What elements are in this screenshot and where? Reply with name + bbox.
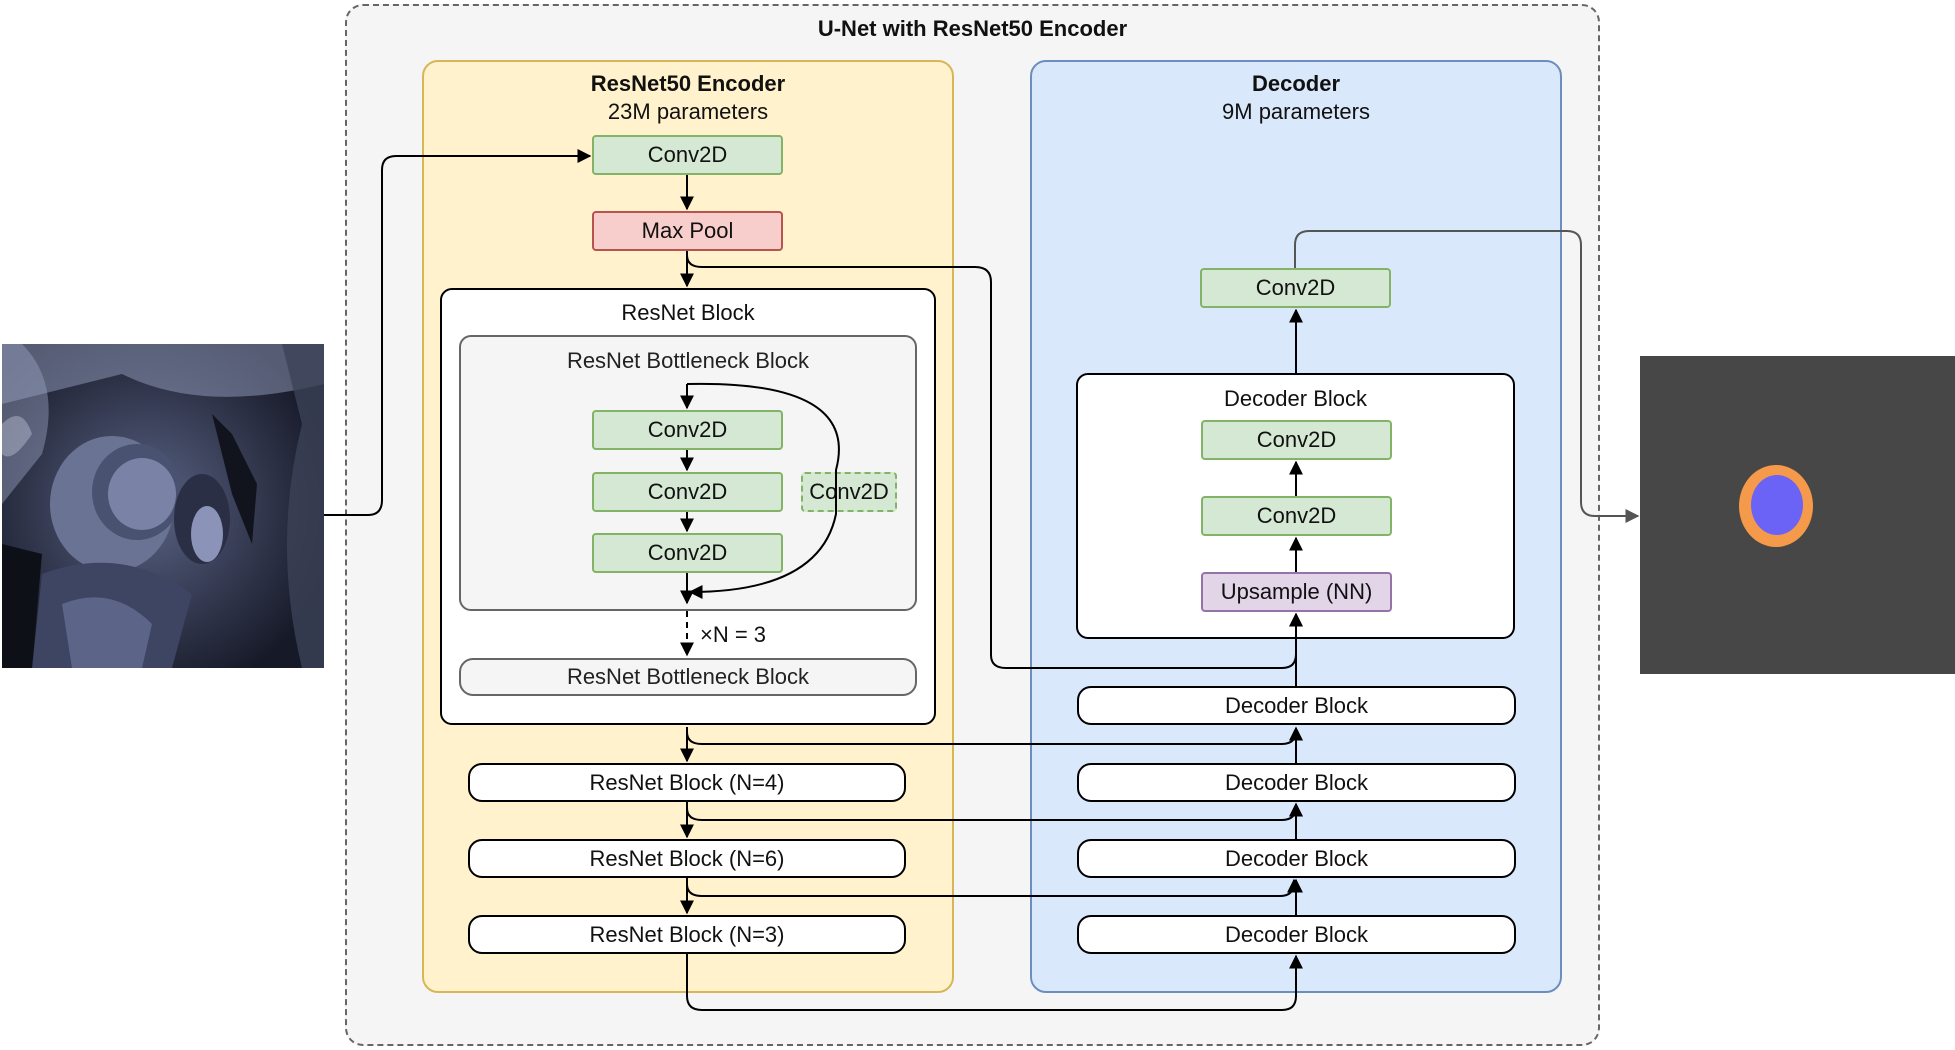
encoder-params: 23M parameters [607,99,769,124]
max-pool-node: Max Pool [592,211,783,251]
skip-resnet-to-decoder [686,726,1303,745]
bottleneck-to-decoder-arrow [686,954,1303,1011]
decoder-block-conv2d-2: Conv2D [1201,496,1392,536]
bottleneck-conv2d-2: Conv2D [592,472,783,512]
upsample-node: Upsample (NN) [1201,572,1392,612]
skip-n4-to-decoder [686,802,1303,821]
bottleneck-title: ResNet Bottleneck Block [566,348,810,373]
diagram-title: U-Net with ResNet50 Encoder [817,16,1128,41]
bottleneck-conv2d-3: Conv2D [592,533,783,573]
decoder-block-conv2d-1: Conv2D [1201,420,1392,460]
decoder-title: Decoder [1251,71,1341,96]
decoder-block-2: Decoder Block [1077,763,1516,802]
shortcut-conv2d: Conv2D [801,472,897,512]
decoder-block-4: Decoder Block [1077,915,1516,954]
input-mri-image [2,344,324,668]
decoder-block-title: Decoder Block [1223,386,1368,411]
decoder-block-3: Decoder Block [1077,839,1516,878]
shortcut-curve [686,382,840,599]
bottleneck-conv2d-1: Conv2D [592,410,783,450]
resnet-stage-n4: ResNet Block (N=4) [468,763,906,802]
decoder-final-conv2d: Conv2D [1200,268,1391,308]
skip-n6-to-decoder [686,878,1301,897]
bottleneck-repeat-block: ResNet Bottleneck Block [459,658,917,696]
decoder-block-1: Decoder Block [1077,686,1516,725]
output-arrow [1294,230,1640,523]
resnet-stage-n6: ResNet Block (N=6) [468,839,906,878]
encoder-title: ResNet50 Encoder [590,71,786,96]
skip-pool-to-decoder [686,254,1303,669]
resnet-stage-n3: ResNet Block (N=3) [468,915,906,954]
repeat-label: ×N = 3 [700,622,767,647]
resnet-block-title: ResNet Block [621,300,755,325]
input-to-conv-arrow [324,149,592,516]
output-segmentation-image [1640,356,1955,674]
encoder-conv2d-stem: Conv2D [592,135,783,175]
decoder-params: 9M parameters [1222,99,1370,124]
